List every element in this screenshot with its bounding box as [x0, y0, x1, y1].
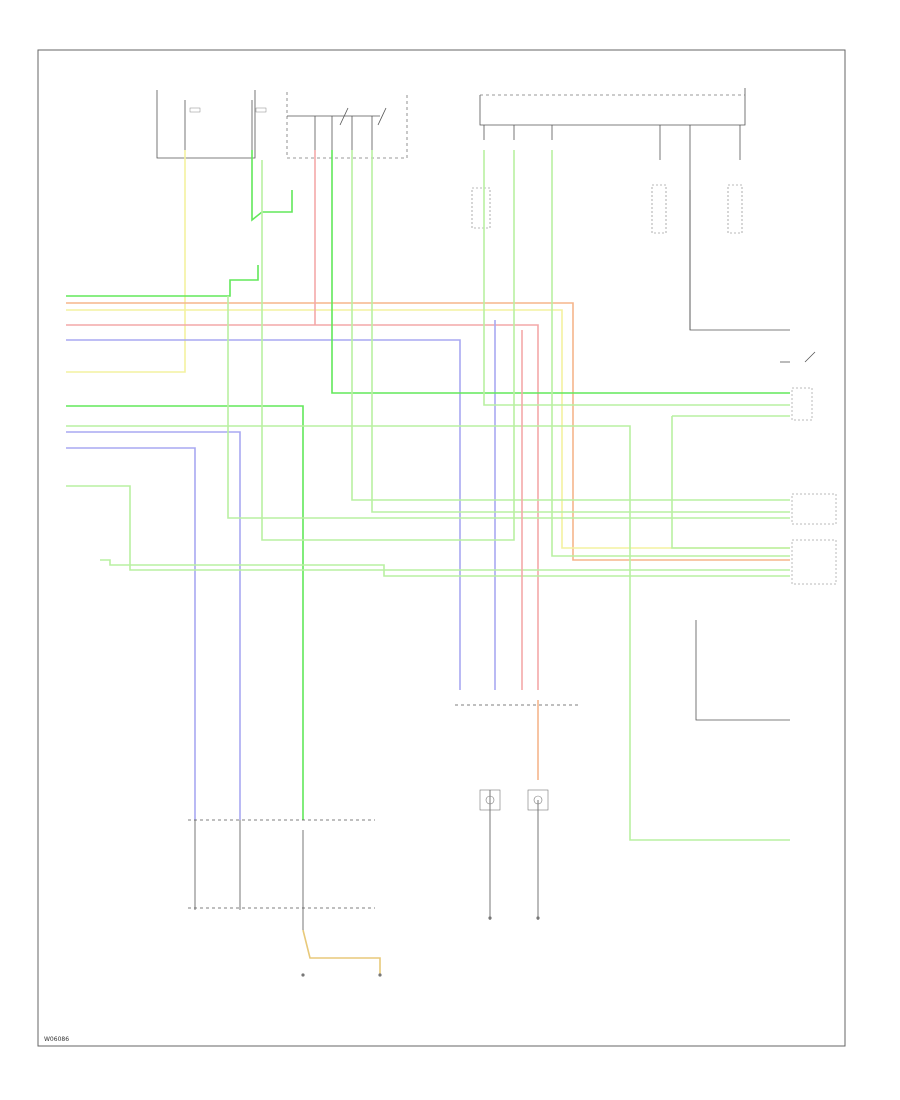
wire-lightgreen-4 [551, 150, 790, 557]
connector-block-right-1 [651, 184, 667, 234]
connector-block-mid [471, 187, 491, 229]
relay-box-top [286, 92, 408, 159]
switch-right-upper [804, 351, 816, 363]
wire-lightgreen-6 [371, 150, 790, 513]
lamp-right [527, 789, 549, 811]
connector-block-right-2 [727, 184, 743, 234]
ground-symbols [301, 916, 540, 977]
wire-lightgreen-10 [671, 416, 790, 549]
wire-blue-1 [66, 339, 461, 690]
wire-yellow-top [66, 150, 186, 373]
wire-green-3 [331, 150, 790, 394]
connector-right-mid [791, 387, 837, 585]
wire-lightgreen-5 [351, 150, 790, 501]
diagram-code: W06086 [44, 1036, 69, 1043]
wire-green-2 [66, 405, 304, 820]
wire-lightgreen-8 [66, 485, 790, 571]
diagram-frame [37, 49, 846, 1047]
wire-orange [66, 302, 790, 561]
control-unit-top-right [479, 88, 746, 140]
wire-lightgreen-1 [66, 425, 790, 841]
wire-blue-3 [66, 431, 241, 820]
wires-black [188, 140, 790, 930]
wires [66, 150, 790, 975]
wire-lightgreen-7 [227, 296, 790, 519]
fuse-block-top-left [156, 90, 267, 159]
wire-lightgreen-2 [483, 150, 790, 406]
lamp-left [479, 789, 501, 811]
wire-pink-1 [66, 324, 539, 690]
wire-blue-2 [66, 447, 196, 820]
wire-lightgreen-9 [100, 559, 790, 577]
wire-gold-ground [302, 929, 381, 975]
wire-green-header [66, 265, 259, 297]
wire-lightgreen-3 [261, 150, 515, 541]
wire-green-upper [251, 150, 293, 222]
